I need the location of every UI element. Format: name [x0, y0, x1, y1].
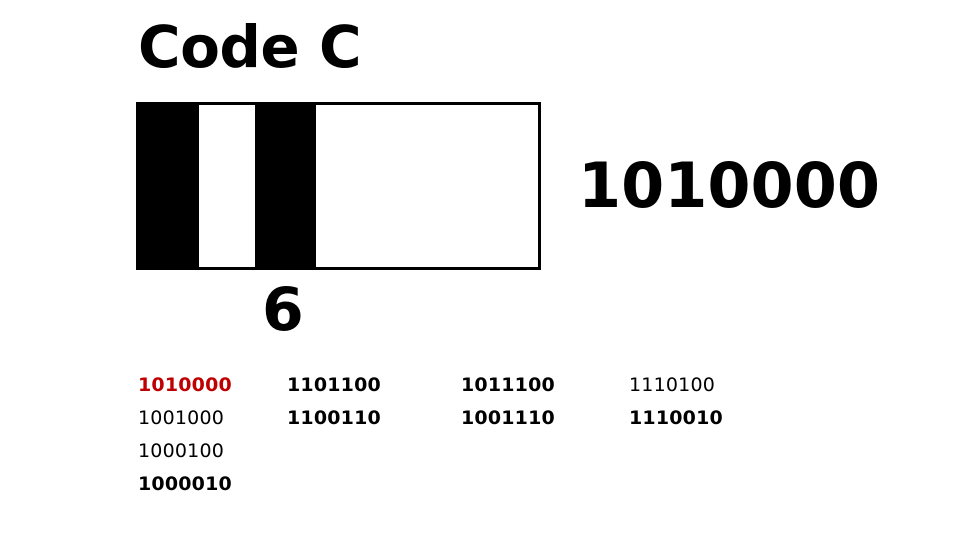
- code-cell: 1101100: [287, 374, 381, 396]
- code-cell: 1110100: [629, 374, 716, 396]
- code-column-4: 1110100 1110010: [629, 369, 723, 435]
- barcode-bars-container: [136, 102, 538, 270]
- code-column-2: 1101100 1100110: [287, 369, 381, 435]
- code-column-1: 1010000 1001000 1000100 1000010: [138, 369, 232, 501]
- code-cell: 1000010: [138, 473, 232, 495]
- barcode-digit-label: 6: [262, 275, 304, 345]
- barcode-readout-value: 1010000: [578, 149, 880, 222]
- barcode-bar-2: [255, 102, 316, 270]
- code-cell: 1010000: [138, 374, 232, 396]
- code-cell: 1001000: [138, 407, 225, 429]
- code-cell: 1100110: [287, 407, 381, 429]
- code-cell: 1110010: [629, 407, 723, 429]
- barcode-graphic: [136, 102, 541, 270]
- code-cell: 1001110: [461, 407, 555, 429]
- code-column-3: 1011100 1001110: [461, 369, 555, 435]
- code-cell: 1000100: [138, 440, 225, 462]
- page-title: Code C: [138, 13, 362, 81]
- barcode-bar-1: [136, 102, 199, 270]
- code-cell: 1011100: [461, 374, 555, 396]
